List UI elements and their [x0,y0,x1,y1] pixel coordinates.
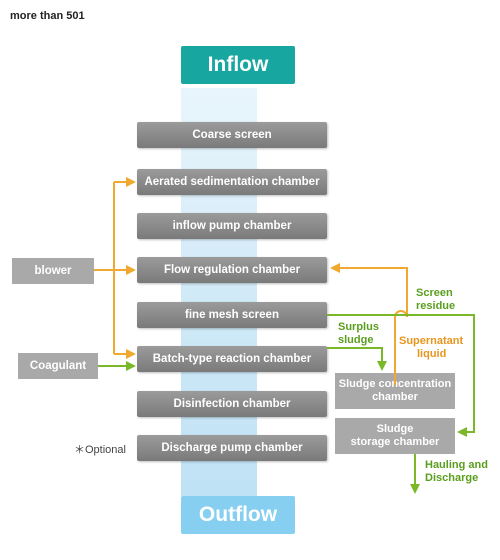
chamber-aerated-sedimentation: Aerated sedimentation chamber [137,169,327,195]
coagulant-box: Coagulant [18,353,98,379]
supernatant-return-line [330,263,408,385]
chamber-discharge-pump: Discharge pump chamber [137,435,327,461]
flow-pipe [181,88,257,496]
supernatant-liquid-label: Supernatant liquid [399,335,464,360]
surplus-sludge-line [327,347,387,371]
sludge-concentration-line2: chamber [372,391,418,403]
outflow-label: Outflow [181,496,295,534]
hauling-discharge-label: Hauling and Discharge [425,459,488,484]
optional-note: ＊Optional [74,444,126,456]
screen-residue-line [327,314,475,437]
screen-residue-label: Screen residue [416,287,456,312]
blower-air-lines [94,177,136,359]
chamber-inflow-pump: inflow pump chamber [137,213,327,239]
inflow-label: Inflow [181,46,295,84]
blower-box: blower [12,258,94,284]
chamber-disinfection: Disinfection chamber [137,391,327,417]
chamber-coarse-screen: Coarse screen [137,122,327,148]
chamber-flow-regulation: Flow regulation chamber [137,257,327,283]
chamber-fine-mesh-screen: fine mesh screen [137,302,327,328]
caption: more than 501 [10,10,85,22]
sludge-storage-line2: storage chamber [350,436,440,448]
surplus-sludge-label: Surplus sludge [338,321,379,346]
chamber-batch-reaction: Batch-type reaction chamber [137,346,327,372]
sludge-storage-chamber: Sludge storage chamber [335,418,455,454]
sludge-storage-line1: Sludge [376,423,414,435]
